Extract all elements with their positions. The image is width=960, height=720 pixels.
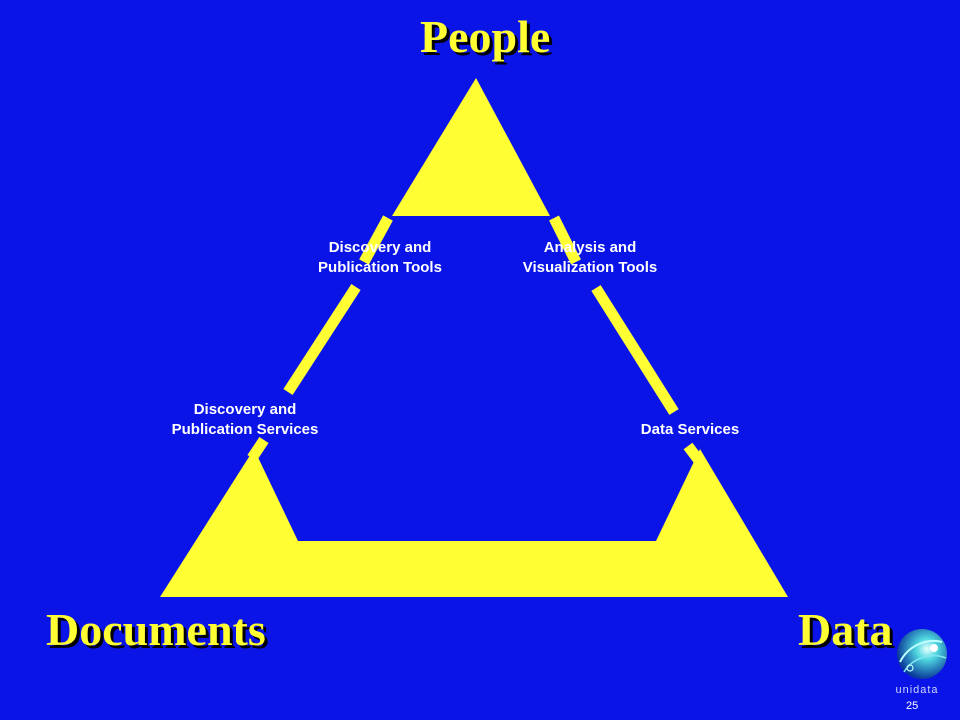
label-line: Publication Services — [171, 421, 319, 438]
label-line: Discovery and — [193, 401, 297, 418]
people-vertex — [392, 78, 550, 216]
label-line: Discovery and — [328, 239, 432, 256]
analysis-visualization-tools-label: Analysis and Visualization Tools — [500, 238, 680, 278]
edge-people-documents-middle — [283, 284, 361, 395]
label-line: Visualization Tools — [522, 259, 658, 276]
base-documents-data — [160, 449, 788, 597]
unidata-globe-logo-icon — [897, 629, 947, 679]
data-services-label: Data Services — [620, 420, 760, 440]
label-line: Data Services — [640, 421, 740, 438]
edge-people-documents-top — [359, 215, 393, 265]
discovery-publication-tools-label: Discovery and Publication Tools — [300, 238, 460, 278]
label-line: Analysis and — [543, 239, 637, 256]
people-title: People — [420, 11, 551, 62]
data-title: Data — [798, 604, 893, 655]
unidata-logo: unidata — [882, 628, 952, 718]
label-line: Publication Tools — [318, 259, 442, 276]
edge-people-data-top — [549, 215, 581, 265]
documents-title: Documents — [46, 604, 266, 655]
page-number: 25 — [906, 700, 919, 712]
edge-people-data-middle — [591, 285, 679, 415]
discovery-publication-services-label: Discovery and Publication Services — [150, 400, 340, 440]
logo-wordmark: unidata — [895, 684, 939, 696]
